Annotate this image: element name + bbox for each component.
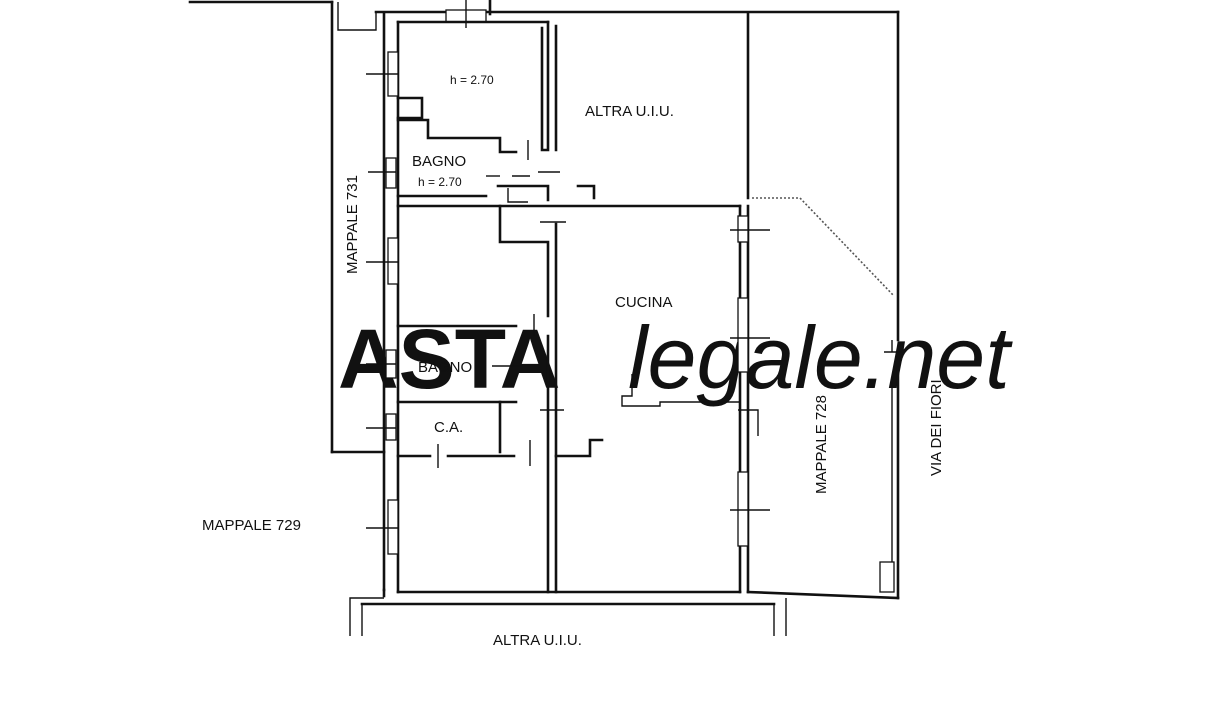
room-labels: h = 2.70 ALTRA U.I.U. BAGNO h = 2.70 CUC… xyxy=(202,73,945,649)
street-area xyxy=(746,10,902,600)
label-bagno-lower: BAGNO xyxy=(418,359,472,376)
label-ca: C.A. xyxy=(434,419,463,436)
label-cucina: CUCINA xyxy=(615,294,673,311)
bottom-neighbour xyxy=(349,597,787,636)
watermark-domain: legale.net xyxy=(628,308,1013,407)
label-via-dei-fiori: VIA DEI FIORI xyxy=(928,379,945,476)
label-mappale-728: MAPPALE 728 xyxy=(813,395,830,494)
label-altra-uiu-top: ALTRA U.I.U. xyxy=(585,103,674,120)
right-windows xyxy=(730,215,770,547)
left-windows xyxy=(366,51,399,555)
watermark: ASTA legale.net xyxy=(338,308,1013,407)
upper-rooms xyxy=(396,12,750,202)
label-bagno-upper: BAGNO xyxy=(412,153,466,170)
label-mappale-731: MAPPALE 731 xyxy=(344,175,361,274)
label-mappale-729: MAPPALE 729 xyxy=(202,517,301,534)
bagno-upper-height: h = 2.70 xyxy=(418,175,462,189)
label-altra-uiu-bottom: ALTRA U.I.U. xyxy=(493,632,582,649)
watermark-brand: ASTA xyxy=(338,312,560,406)
top-fragments xyxy=(188,0,900,454)
room-upper-height: h = 2.70 xyxy=(450,73,494,87)
